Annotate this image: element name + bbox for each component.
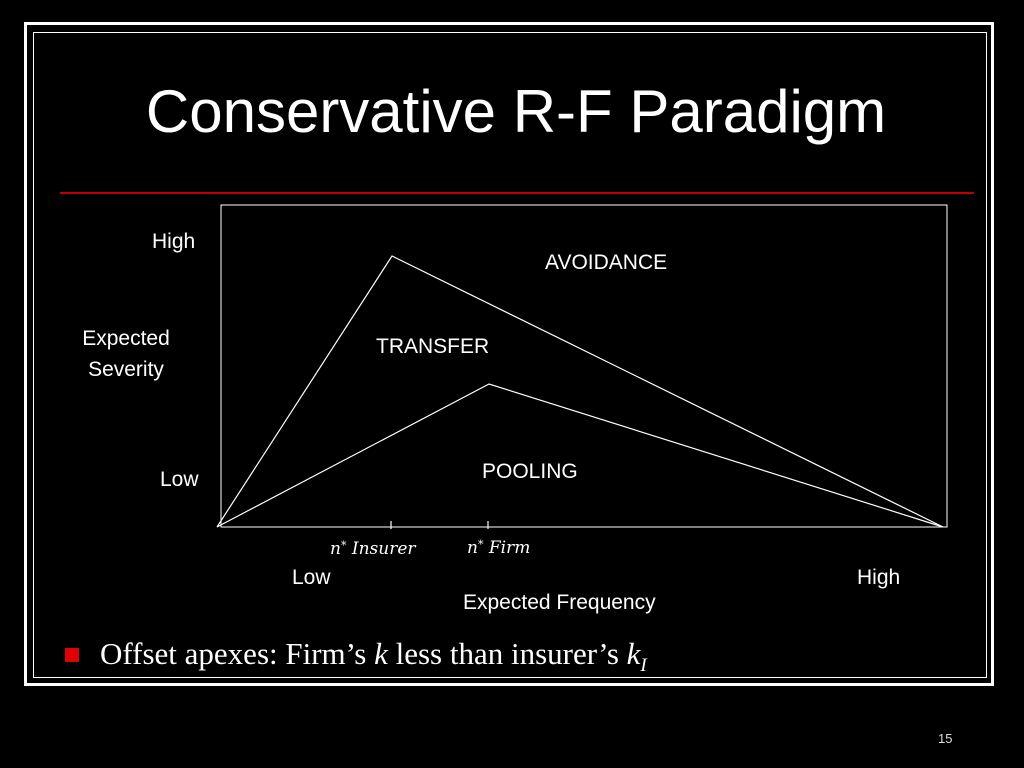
bullet-k-insurer-base: k — [626, 636, 641, 671]
page-number: 15 — [938, 731, 953, 746]
region-transfer: TRANSFER — [376, 335, 490, 358]
bullet-text-before: Offset apexes: Firm’s — [100, 636, 375, 671]
y-axis-label-line2: Severity — [88, 358, 164, 381]
firm-marker-label: n* Firm — [467, 535, 530, 558]
bullet-k: k — [374, 636, 388, 671]
inner-frame — [33, 32, 987, 678]
region-avoidance: AVOIDANCE — [545, 251, 668, 274]
insurer-marker-base: n — [330, 539, 341, 559]
insurer-marker-name: Insurer — [351, 539, 416, 559]
y-axis-high: High — [152, 230, 196, 253]
x-axis-low: Low — [292, 566, 331, 589]
region-pooling: POOLING — [482, 460, 578, 483]
firm-curve — [216, 383, 944, 528]
insurer-marker-sup: * — [340, 539, 347, 552]
bullet-k-insurer: kI — [626, 636, 647, 676]
y-axis-label-line1: Expected — [82, 327, 170, 350]
insurer-curve — [216, 255, 944, 528]
x-axis-label: Expected Frequency — [463, 591, 656, 614]
title-divider — [60, 192, 974, 194]
y-axis-low: Low — [160, 468, 199, 491]
plot-box — [220, 204, 948, 528]
bullet-text-middle: less than insurer’s — [387, 636, 627, 671]
bullet-text: Offset apexes: Firm’s k less than insure… — [100, 634, 647, 686]
firm-marker-sup: * — [477, 538, 484, 551]
firm-marker-base: n — [467, 538, 478, 558]
x-axis-high: High — [857, 566, 901, 589]
insurer-marker-label: n* Insurer — [330, 536, 416, 559]
bullet-marker — [65, 648, 79, 662]
bullet-k-insurer-sub: I — [640, 655, 647, 677]
slide-title: Conservative R-F Paradigm — [145, 78, 887, 145]
outer-frame — [24, 22, 994, 686]
firm-marker-name: Firm — [488, 538, 531, 558]
